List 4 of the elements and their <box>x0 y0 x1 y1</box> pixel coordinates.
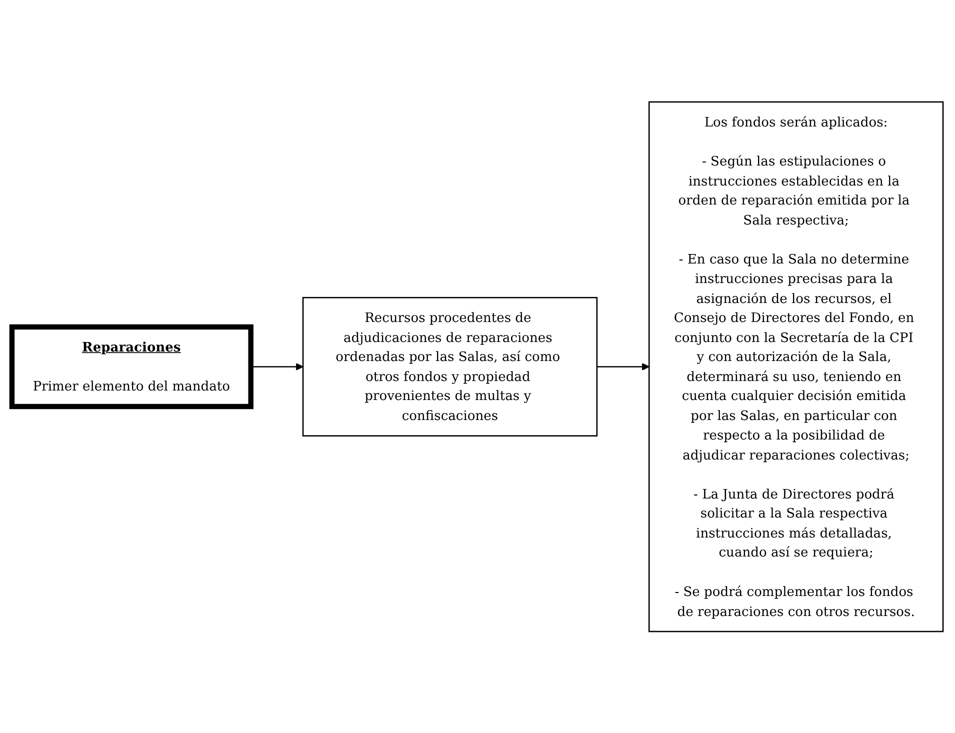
node-box: Los fondos serán aplicados: - Según las estipulaciones o instrucciones establecidas en la orden de reparación emitida por la Sala respectiva; - En caso que la Sala no determine instrucciones precisas para la asignación de los recursos, el Consejo de Directores del Fondo, en conjunto con la Secretaría de la CPI y con autorización de la Sala, determinará su uso, teniendo en cuenta cualquier decisión emitida por las Salas, en particular con respecto a la posibilidad de adjudicar reparaciones colectivas; - La Junta de Directores podrá solicitar a la Sala respectiva instrucciones más detalladas, cuando así se requiera; - Se podrá complementar los fondos de reparaciones con otros recursos. <box>648 101 944 632</box>
node-box: Recursos procedentes de adjudicaciones de reparaciones ordenadas por las Salas, así como otros fondos y propiedad provenientes de multas y confiscaciones <box>302 296 598 436</box>
arrow <box>596 362 650 370</box>
node-box: Reparaciones Primer elemento del mandato <box>9 324 254 409</box>
